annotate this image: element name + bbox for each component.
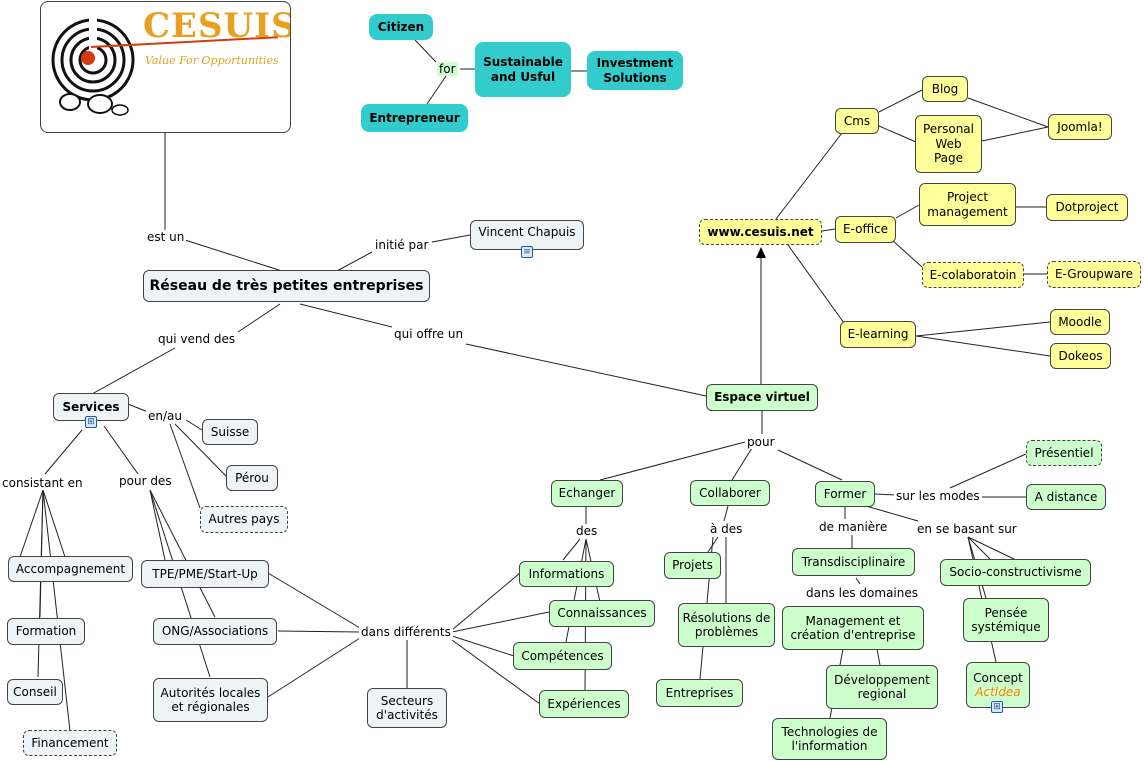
investment-node[interactable]: Investment Solutions [587, 51, 683, 90]
link-dans-differents: dans différents [359, 625, 453, 639]
logo-title: CESUIS [143, 6, 291, 46]
item-resolutions[interactable]: Résolutions de problèmes [678, 603, 775, 647]
item-experiences[interactable]: Expériences [539, 690, 629, 718]
service-accompagnement[interactable]: Accompagnement [8, 556, 133, 582]
blog-node[interactable]: Blog [922, 76, 968, 102]
service-formation[interactable]: Formation [7, 618, 85, 645]
arrow-head-icon [756, 247, 766, 258]
secteurs-node[interactable]: Secteurs d'activités [367, 688, 447, 728]
central-node[interactable]: Réseau de très petites entreprises [143, 270, 430, 302]
link-en-se-basant-sur: en se basant sur [915, 522, 1019, 536]
link-qui-vend-des: qui vend des [156, 332, 238, 346]
ecolaboration-node[interactable]: E-colaboratoin [922, 262, 1024, 288]
citizen-node[interactable]: Citizen [369, 14, 433, 40]
labyrinth-logo-icon [51, 18, 135, 116]
domain-technologies[interactable]: Technologies de l'information [772, 718, 887, 760]
sustainable-node[interactable]: Sustainable and Usful [475, 42, 571, 97]
item-competences[interactable]: Compétences [513, 642, 612, 670]
link-initie-par: initié par [373, 238, 431, 252]
link-dans-les-domaines: dans les domaines [804, 586, 921, 600]
joomla-node[interactable]: Joomla! [1048, 114, 1112, 140]
personal-page-node[interactable]: Personal Web Page [915, 115, 982, 173]
logo-tagline: Value For Opportunities [145, 54, 279, 67]
service-conseil[interactable]: Conseil [7, 679, 63, 705]
domain-management[interactable]: Management et création d'entreprise [782, 606, 924, 650]
submap-icon[interactable]: ⊞ [85, 416, 97, 428]
moodle-node[interactable]: Moodle [1050, 309, 1110, 335]
link-de-maniere: de manière [817, 520, 890, 534]
egroupware-node[interactable]: E-Groupware [1047, 261, 1141, 288]
link-des: des [574, 524, 600, 538]
link-for: for [437, 62, 458, 76]
link-en-au: en/au [146, 409, 184, 423]
mode-a-distance[interactable]: A distance [1026, 484, 1106, 510]
espace-virtuel-node[interactable]: Espace virtuel [706, 384, 818, 411]
location-perou[interactable]: Pérou [226, 465, 278, 491]
note-icon[interactable]: ≡ [521, 246, 533, 258]
item-projets[interactable]: Projets [664, 552, 721, 579]
echanger-node[interactable]: Echanger [551, 480, 623, 507]
link-est-un: est un [145, 230, 187, 244]
link-pour-des: pour des [117, 474, 174, 488]
eoffice-node[interactable]: E-office [835, 216, 896, 243]
item-connaissances[interactable]: Connaissances [549, 600, 655, 627]
link-sur-les-modes: sur les modes [894, 489, 982, 503]
base-pensee-systemique[interactable]: Pensée systémique [963, 598, 1049, 642]
submap-icon[interactable]: ⊞ [991, 701, 1003, 713]
link-consistant-en: consistant en [0, 476, 85, 490]
dotproject-node[interactable]: Dotproject [1046, 194, 1128, 221]
elearning-node[interactable]: E-learning [840, 321, 916, 348]
dokeos-node[interactable]: Dokeos [1050, 343, 1111, 369]
mode-presentiel[interactable]: Présentiel [1026, 440, 1102, 466]
transdisciplinaire-node[interactable]: Transdisciplinaire [792, 548, 915, 576]
website-node[interactable]: www.cesuis.net [699, 219, 822, 245]
link-a-des: à des [708, 522, 745, 536]
service-financement[interactable]: Financement [23, 730, 117, 756]
base-socio-constructivisme[interactable]: Socio-constructivisme [940, 559, 1091, 586]
link-qui-offre-un: qui offre un [392, 327, 466, 341]
link-pour: pour [745, 435, 777, 449]
concept-actidea-node[interactable]: Concept ActIdea [966, 662, 1030, 708]
cesuis-logo: CESUIS Value For Opportunities [40, 1, 291, 133]
collaborer-node[interactable]: Collaborer [690, 480, 770, 506]
location-autres-pays[interactable]: Autres pays [200, 506, 288, 533]
author-node[interactable]: Vincent Chapuis [470, 220, 584, 250]
location-suisse[interactable]: Suisse [202, 419, 258, 445]
domain-developpement[interactable]: Développement regional [826, 665, 938, 709]
item-entreprises[interactable]: Entreprises [656, 679, 743, 707]
item-informations[interactable]: Informations [519, 561, 614, 587]
actidea-label: ActIdea [975, 685, 1021, 699]
target-tpe-pme[interactable]: TPE/PME/Start-Up [141, 560, 269, 588]
concept-label: Concept [973, 670, 1023, 685]
target-autorites[interactable]: Autorités locales et régionales [153, 678, 268, 722]
entrepreneur-node[interactable]: Entrepreneur [361, 104, 468, 132]
project-management-node[interactable]: Project management [919, 183, 1016, 226]
cms-node[interactable]: Cms [835, 108, 879, 134]
former-node[interactable]: Former [815, 481, 875, 507]
target-ong[interactable]: ONG/Associations [153, 618, 277, 645]
